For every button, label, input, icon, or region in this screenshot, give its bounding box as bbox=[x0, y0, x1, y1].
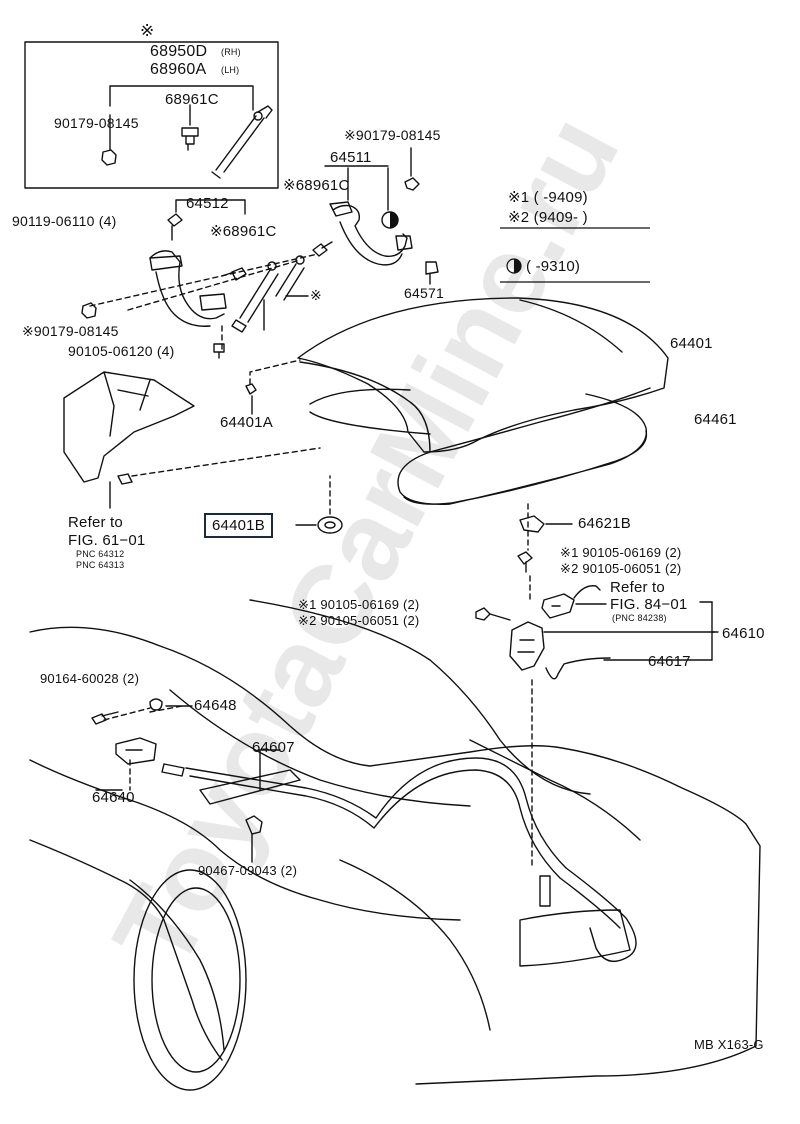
label-64461: 64461 bbox=[694, 411, 737, 428]
label-68961C-b: ※68961C bbox=[210, 223, 277, 240]
label-90164: 90164-60028 (2) bbox=[40, 671, 140, 686]
diagram-id: MB X163-G bbox=[694, 1037, 764, 1052]
clip-icon bbox=[181, 127, 199, 151]
label-64401B-highlight: 64401B bbox=[204, 513, 273, 538]
legend-row2: ※2 (9409- ) bbox=[508, 209, 588, 226]
weatherstrip-64461 bbox=[309, 388, 648, 505]
fig-84-01: FIG. 84−01 bbox=[610, 596, 688, 613]
label-68960A: 68960A bbox=[150, 61, 207, 78]
legend-row1: ※1 ( -9409) bbox=[508, 189, 588, 206]
hinge-64511 bbox=[332, 204, 408, 266]
label-64621B: 64621B bbox=[578, 515, 631, 532]
label-68950D: 68950D bbox=[150, 43, 208, 60]
damper-middle bbox=[239, 263, 305, 323]
label-r2-a: ※2 90105-06051 (2) bbox=[560, 561, 682, 576]
label-90179-left: ※90179-08145 bbox=[22, 323, 119, 339]
label-rh: (RH) bbox=[221, 47, 241, 57]
label-90467: 90467-09043 (2) bbox=[198, 863, 298, 878]
label-68961C-a: ※68961C bbox=[283, 177, 350, 194]
car-body bbox=[29, 626, 761, 1085]
kit-bracket bbox=[109, 85, 254, 111]
kit-box bbox=[24, 41, 279, 189]
nut-icon bbox=[101, 149, 117, 166]
label-64401A: 64401A bbox=[220, 414, 273, 431]
pnc-64312: PNC 64312 bbox=[76, 549, 125, 559]
legend-row3: ( -9310) bbox=[526, 258, 581, 275]
label-64640: 64640 bbox=[92, 789, 135, 806]
dashed-leader bbox=[89, 253, 319, 351]
latch-64640 bbox=[115, 737, 157, 765]
label-64512: 64512 bbox=[186, 195, 229, 212]
label-64610: 64610 bbox=[722, 625, 765, 642]
label-90119: 90119-06110 (4) bbox=[12, 213, 117, 229]
label-64571: 64571 bbox=[404, 285, 444, 301]
lock-64610 bbox=[509, 621, 545, 671]
latch-assembly bbox=[541, 593, 575, 619]
label-r2-b: ※2 90105-06051 (2) bbox=[298, 613, 420, 628]
label-r1-a: ※1 90105-06169 (2) bbox=[560, 545, 682, 560]
fig-61-01: FIG. 61−01 bbox=[68, 532, 146, 549]
label-r1-b: ※1 90105-06169 (2) bbox=[298, 597, 420, 612]
label-90179-box: 90179-08145 bbox=[54, 115, 139, 131]
label-lh: (LH) bbox=[221, 65, 240, 75]
rear-wheel bbox=[133, 869, 247, 1091]
refer-to-2: Refer to bbox=[610, 579, 665, 596]
damper-icon bbox=[211, 105, 273, 179]
bracket-fig61 bbox=[63, 371, 195, 483]
label-90179-top: ※90179-08145 bbox=[344, 127, 441, 143]
cable-64607 bbox=[185, 757, 637, 962]
pnc-64313: PNC 64313 bbox=[76, 560, 125, 570]
label-64648: 64648 bbox=[194, 697, 237, 714]
label-68961C-box: 68961C bbox=[165, 91, 219, 108]
label-64617: 64617 bbox=[648, 653, 691, 670]
pnc-84238: (PNC 84238) bbox=[612, 613, 667, 623]
kit-mark: ※ bbox=[140, 21, 155, 40]
label-star: ※ bbox=[310, 287, 322, 303]
label-64511: 64511 bbox=[330, 149, 372, 166]
label-90105-06120: 90105-06120 (4) bbox=[68, 343, 175, 359]
label-64607: 64607 bbox=[252, 739, 295, 756]
label-64401: 64401 bbox=[670, 335, 713, 352]
refer-to-1: Refer to bbox=[68, 514, 123, 531]
trunk-lid-64401 bbox=[297, 297, 669, 453]
hinge-64512 bbox=[149, 250, 225, 327]
